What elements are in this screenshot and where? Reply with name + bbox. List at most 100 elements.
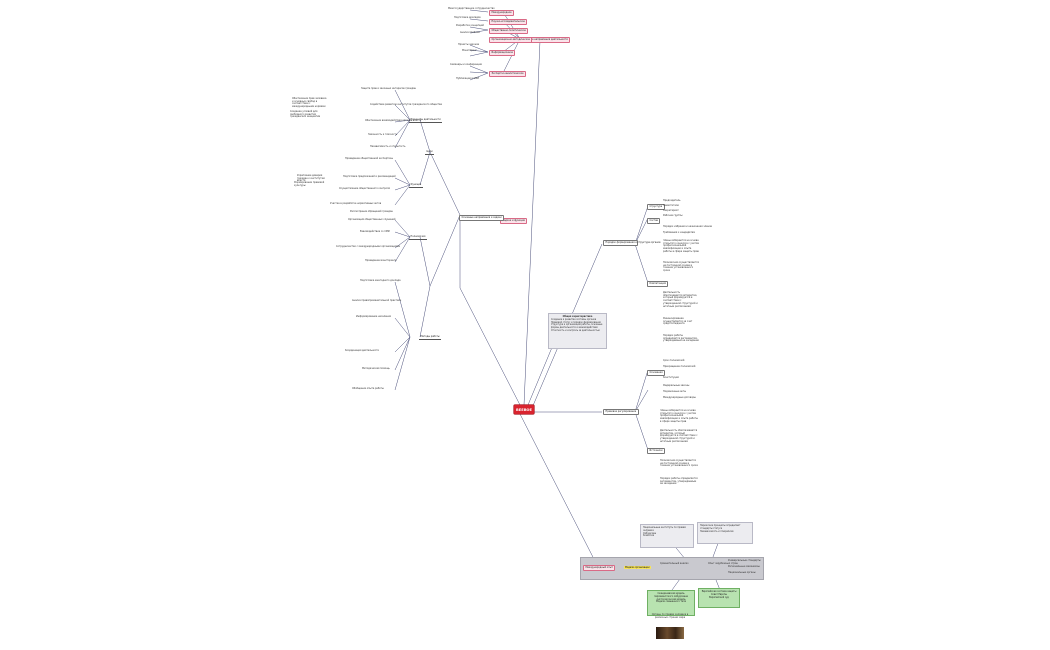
right-leaf-11: Подзаконные акты [663,390,687,393]
left-leaf-13: Сотрудничество с международными организа… [336,245,401,248]
right-leaf-5: Порядок избрания и назначения членов [663,225,712,228]
left-leaf-3: Обеспечение взаимодействия органов власт… [365,119,422,122]
top-item-3[interactable]: Общественно-политическое [489,28,529,34]
right-group-5[interactable]: Источники [647,448,665,454]
top-leaf-4: Анализ проблем [460,31,480,34]
right-para-6: Члены избираются на основе открытого кон… [660,409,698,423]
top-leaf-6: Мониторинг [462,49,477,52]
left-leaf-10: Рассмотрение обращений граждан [350,210,393,213]
top-item-6[interactable]: Экспертно-аналитическое [489,71,527,77]
right-group-4[interactable]: Основания [647,370,666,376]
right-para-1: Члены избираются на основе открытого кон… [663,239,699,253]
bottom-highlight[interactable]: Модели организации [624,566,651,569]
left-leaf-4: Законность и гласность [368,133,398,136]
left-leaf-18: Координация деятельности [345,349,380,352]
green-left-line-2: Англосаксонская модель [656,597,686,601]
green-right-line-3: Европейский суд [709,595,729,599]
green-left-line-1: Скандинавская модель парламентского омбу… [654,592,688,598]
branch-left-title[interactable]: Задачи и функции [500,218,528,224]
center-note-line-2: Правовой статус и порядок формирования [551,320,601,324]
root-node[interactable]: BEEBOE [514,405,534,414]
left-side-note-2: Создание условий для свободного развития… [290,110,321,119]
top-item-4[interactable]: Организационно-методическое [489,37,533,43]
left-leaf-16: Анализ правоприменительной практики [352,299,402,302]
left-leaf-1: Защита прав и законных интересов граждан [361,87,417,90]
right-leaf-9: Конституция [663,376,679,379]
bottom-panel[interactable] [580,557,764,580]
right-leaf-3: Секретариат [663,209,679,212]
left-leaf-19: Методическая помощь [362,367,390,370]
right-para-5: Порядок работы определяется регламентом,… [663,334,699,343]
right-para-2: Полномочия осуществляются на постоянной … [663,261,699,273]
green-box-left[interactable]: Скандинавская модель парламентского омбу… [647,590,695,616]
bottom-mid-label: Сравнительный анализ [660,562,689,565]
top-leaf-7: Семинары и конференции [450,63,482,66]
top-leaf-2: Подготовка докладов [454,16,481,19]
left-leaf-2: Содействие развитию институтов гражданск… [370,103,442,106]
bottom-right-small-3: Национальные органы [728,571,756,574]
center-note-line-1: Создание и развитие системы органов [551,317,597,321]
center-note-title: Общая характеристика [562,315,593,318]
top-item-1[interactable]: Международное [489,10,515,16]
top-leaf-3: Разработка концепций [456,24,484,27]
right-group-2[interactable]: Состав [647,218,661,224]
right-leaf-4: Рабочие группы [663,214,683,217]
right-para-4: Финансирование осуществляется за счет ср… [663,317,693,326]
left-group-3[interactable]: Функции [409,183,423,188]
left-group-4[interactable]: Полномочия [409,235,427,240]
green-box-right[interactable]: Европейская система защиты Совет Европы … [698,588,740,608]
left-leaf-7: Подготовка предложений и рекомендаций [343,175,396,178]
left-leaf-8: Осуществление общественного контроля [339,187,390,190]
left-leaf-11: Организация общественных слушаний [348,218,396,221]
root-label: BEEBOE [516,407,532,412]
right-para-9: Порядок работы определяется регламентом,… [660,477,698,486]
left-leaf-6: Проведение общественной экспертизы [345,157,394,160]
left-leaf-12: Взаимодействие со СМИ [360,230,390,233]
bottom-note-left[interactable]: Национальные институты по правам человек… [640,524,694,548]
right-leaf-7: Срок полномочий [663,359,685,362]
left-group-1[interactable]: Цели [425,150,435,155]
branch-right-title-1[interactable]: Порядок формирования и структура органов [603,240,660,246]
left-group-5[interactable]: Методы работы [419,335,442,340]
top-item-2[interactable]: Научно-исследовательское [489,19,528,25]
right-leaf-6: Требования к кандидатам [663,231,695,234]
right-leaf-10: Федеральные законы [663,384,690,387]
right-leaf-2: Заместители [663,204,679,207]
bottom-note-left-line-1: Национальные институты по правам человек… [643,526,686,532]
top-item-5[interactable]: Информационное [489,50,516,56]
left-leaf-15: Подготовка ежегодного доклада [360,279,401,282]
left-side-note-3: Укрепление доверия граждан к институтам … [297,174,325,183]
right-leaf-1: Председатель [663,199,681,202]
center-note-line-4: Отчетность и контроль за деятельностью [551,328,600,332]
right-leaf-12: Международные договоры [663,396,696,399]
left-leaf-5: Независимость и открытость [370,145,406,148]
top-leaf-8: Публикации в СМИ [456,77,479,80]
left-group-2[interactable]: Принципы деятельности [409,118,443,123]
right-group-1[interactable]: Структура [647,204,665,210]
top-leaf-1: Межгосударственное сотрудничество [448,7,495,10]
bottom-note-right[interactable]: Парижские принципы определяют стандарты … [697,522,753,544]
bottom-right-small-1: Универсальные стандарты [728,559,761,562]
left-leaf-9: Участие в разработке нормативных актов [330,202,382,205]
right-group-3[interactable]: Компетенция [647,281,669,287]
right-para-3: Деятельность обеспечивается аппаратом, к… [663,291,698,308]
left-leaf-14: Проведение мониторинга [365,259,397,262]
left-side-note-4: Формирование правовой культуры [294,181,325,187]
bottom-note-right-line-1: Парижские принципы определяют стандарты … [700,524,741,530]
green-left-line-3: Модели смешанного типа [656,600,686,604]
bottom-caption: Органы по правам человека в различных ст… [651,613,689,619]
branch-left-sub[interactable]: Основные направления и задачи [459,215,505,221]
center-note-line-3: Структура и организация работы, основные… [551,323,603,330]
bottom-note-right-line-2: Независимость и плюрализм [700,529,734,533]
branch-right-title-2[interactable]: Правовое регулирование [603,409,639,415]
bottom-right-small-2: Региональные механизмы [728,565,760,568]
photo-thumbnail [656,627,684,639]
top-leaf-5: Проекты законов [458,43,479,46]
bottom-left-label[interactable]: Международный опыт [583,565,616,571]
left-side-note-1: Обеспечение прав человека и основных сво… [292,97,327,109]
left-leaf-17: Информирование населения [356,315,391,318]
bottom-note-left-line-2: Омбудсмен [643,531,657,535]
center-note[interactable]: Общая характеристика Создание и развитие… [548,313,607,349]
